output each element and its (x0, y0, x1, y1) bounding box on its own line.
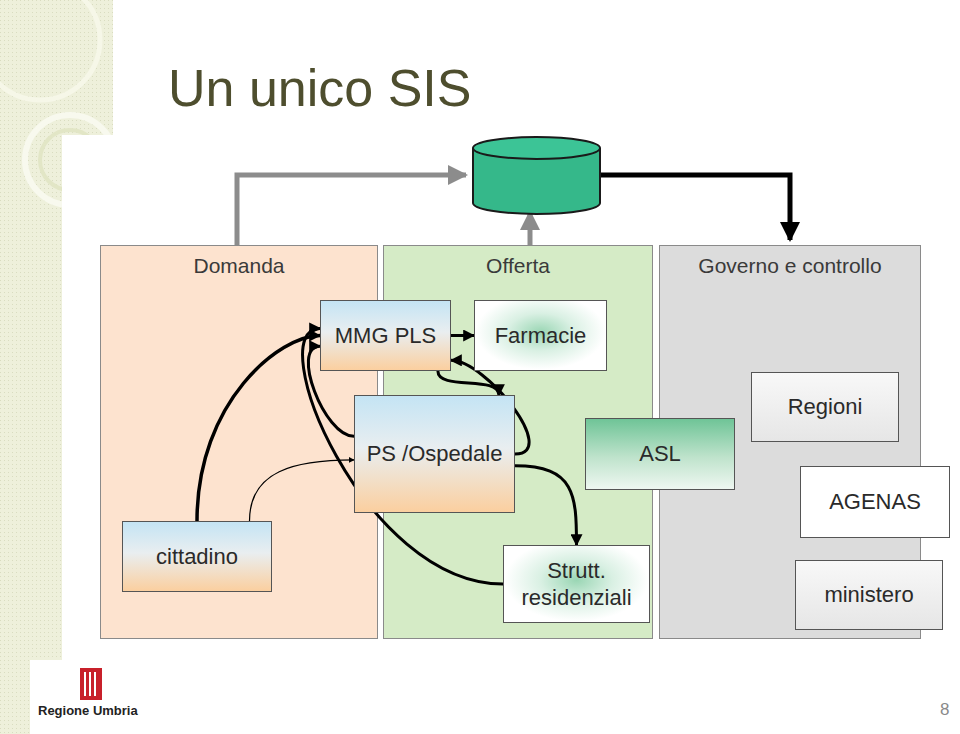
flow-arrow (600, 175, 790, 240)
panel-heading: Domanda (101, 254, 377, 278)
slide-title: Un unico SIS (168, 58, 472, 118)
actor-box: Farmacie (474, 300, 607, 371)
flow-connector (303, 328, 503, 584)
flow-connector (451, 360, 529, 454)
box-label: AGENAS (823, 488, 927, 516)
box-label: Regioni (782, 393, 869, 421)
box-label: PS /Ospedale (361, 440, 509, 468)
flow-connector (451, 334, 474, 337)
panel-heading: Offerta (384, 254, 652, 278)
flow-connector (515, 466, 577, 545)
actor-box: Regioni (751, 372, 899, 442)
box-label: ministero (818, 581, 919, 609)
region-name: Regione Umbria (38, 703, 138, 718)
flow-connector (250, 460, 355, 521)
flow-connector (308, 346, 354, 436)
page-number: 8 (940, 700, 949, 720)
content-area (62, 135, 960, 660)
logo-area (30, 660, 150, 734)
box-label: cittadino (150, 543, 244, 571)
database-cylinder (473, 137, 600, 214)
actor-box: ASL (585, 418, 735, 490)
actor-box: PS /Ospedale (354, 395, 515, 513)
box-label: ASL (633, 440, 687, 468)
actor-box: ministero (795, 560, 943, 630)
actor-box: cittadino (122, 521, 272, 592)
flow-arrow (237, 175, 466, 245)
box-label: Farmacie (489, 322, 593, 350)
flow-arrow (528, 212, 533, 245)
actor-box: Strutt. residenziali (503, 545, 650, 623)
panel-heading: Governo e controllo (660, 254, 920, 278)
box-label: MMG PLS (329, 322, 442, 350)
actor-box: MMG PLS (320, 300, 451, 371)
flow-connector (438, 371, 499, 395)
flow-connector (197, 336, 320, 522)
supply-panel: OffertaMMG PLSFarmaciePS /OspedaleASLStr… (383, 245, 653, 639)
box-label: Strutt. residenziali (504, 557, 649, 612)
actor-box: AGENAS (800, 466, 950, 538)
region-logo (80, 668, 102, 700)
deco-ring (0, 0, 100, 100)
